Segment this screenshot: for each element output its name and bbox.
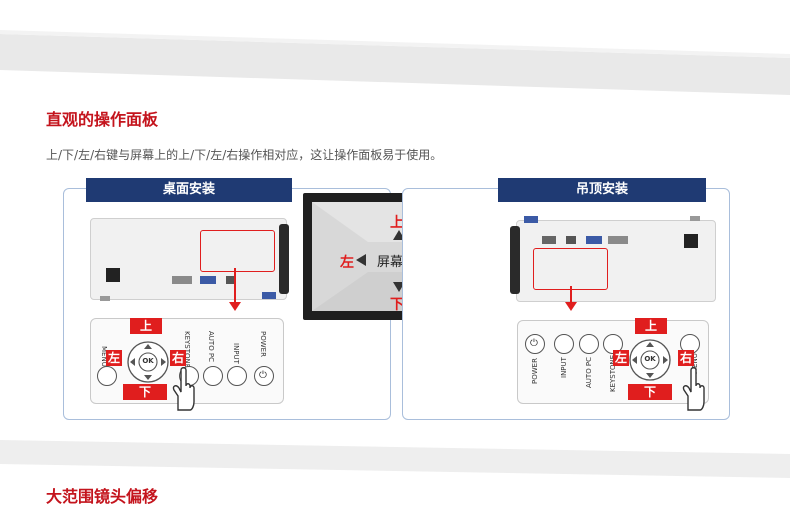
section-title: 直观的操作面板 — [46, 110, 159, 129]
input-label: INPUT — [560, 357, 568, 378]
auto-pc-label: AUTO PC — [207, 331, 215, 363]
left-badge: 左 — [106, 350, 122, 366]
pointer-arrow-down — [565, 286, 577, 311]
projector-side-grille — [279, 224, 289, 294]
down-badge: 下 — [123, 384, 167, 400]
bottom-decorative-band — [0, 440, 790, 478]
projector-port — [106, 268, 120, 282]
up-badge: 上 — [130, 318, 162, 334]
power-icon: ⏻ — [530, 338, 538, 349]
projector-port — [200, 276, 216, 284]
right-badge: 右 — [170, 350, 186, 366]
auto-pc-label: AUTO PC — [585, 356, 593, 388]
projector-port — [226, 276, 236, 284]
screen-down-arrow — [393, 282, 405, 292]
input-button[interactable] — [554, 334, 574, 354]
menu-button[interactable] — [97, 366, 117, 386]
projector-port — [566, 236, 576, 244]
section-description: 上/下/左/右键与屏幕上的上/下/左/右操作相对应，这让操作面板易于使用。 — [46, 148, 443, 162]
hand-pointer-icon — [172, 367, 195, 411]
down-badge: 下 — [628, 384, 672, 400]
auto-pc-button[interactable] — [203, 366, 223, 386]
power-label: POWER — [531, 358, 539, 384]
left-badge: 左 — [613, 350, 629, 366]
projector-foot — [524, 216, 538, 223]
ceiling-install-header: 吊顶安装 — [498, 178, 706, 202]
ok-button-label: OK — [644, 355, 656, 363]
projector-foot — [262, 292, 276, 299]
projector-ceiling — [516, 220, 716, 302]
direction-pad[interactable] — [126, 340, 170, 384]
screen-down-label: 下 — [390, 297, 404, 313]
projector-side-grille — [510, 226, 520, 294]
screen-up-label: 上 — [390, 215, 404, 231]
projector-port — [172, 276, 192, 284]
ok-button-label: OK — [142, 357, 154, 365]
projector-foot — [100, 296, 110, 301]
screen-up-arrow — [393, 230, 405, 240]
projector-foot — [690, 216, 700, 221]
right-badge: 右 — [678, 350, 694, 366]
projector-port — [608, 236, 628, 244]
section2-title: 大范围镜头偏移 — [46, 487, 159, 506]
control-area-highlight — [533, 248, 608, 290]
projector-port — [586, 236, 602, 244]
power-icon: ⏻ — [259, 370, 267, 381]
direction-pad[interactable] — [628, 338, 672, 382]
hand-pointer-icon — [682, 367, 705, 411]
power-button[interactable] — [254, 366, 274, 386]
pointer-arrow-down — [229, 268, 241, 311]
screen-left-arrow — [356, 254, 366, 266]
desktop-install-header: 桌面安装 — [86, 178, 292, 202]
power-label: POWER — [259, 331, 267, 357]
control-area-highlight — [200, 230, 275, 272]
top-decorative-band — [0, 30, 790, 95]
input-button[interactable] — [227, 366, 247, 386]
projector-desktop — [90, 218, 287, 300]
projector-port — [542, 236, 556, 244]
input-label: INPUT — [232, 343, 240, 364]
projector-port — [684, 234, 698, 248]
up-badge: 上 — [635, 318, 667, 334]
screen-center-label: 屏幕 — [377, 255, 404, 270]
screen-left-label: 左 — [340, 255, 354, 271]
auto-pc-button[interactable] — [579, 334, 599, 354]
power-button[interactable] — [525, 334, 545, 354]
